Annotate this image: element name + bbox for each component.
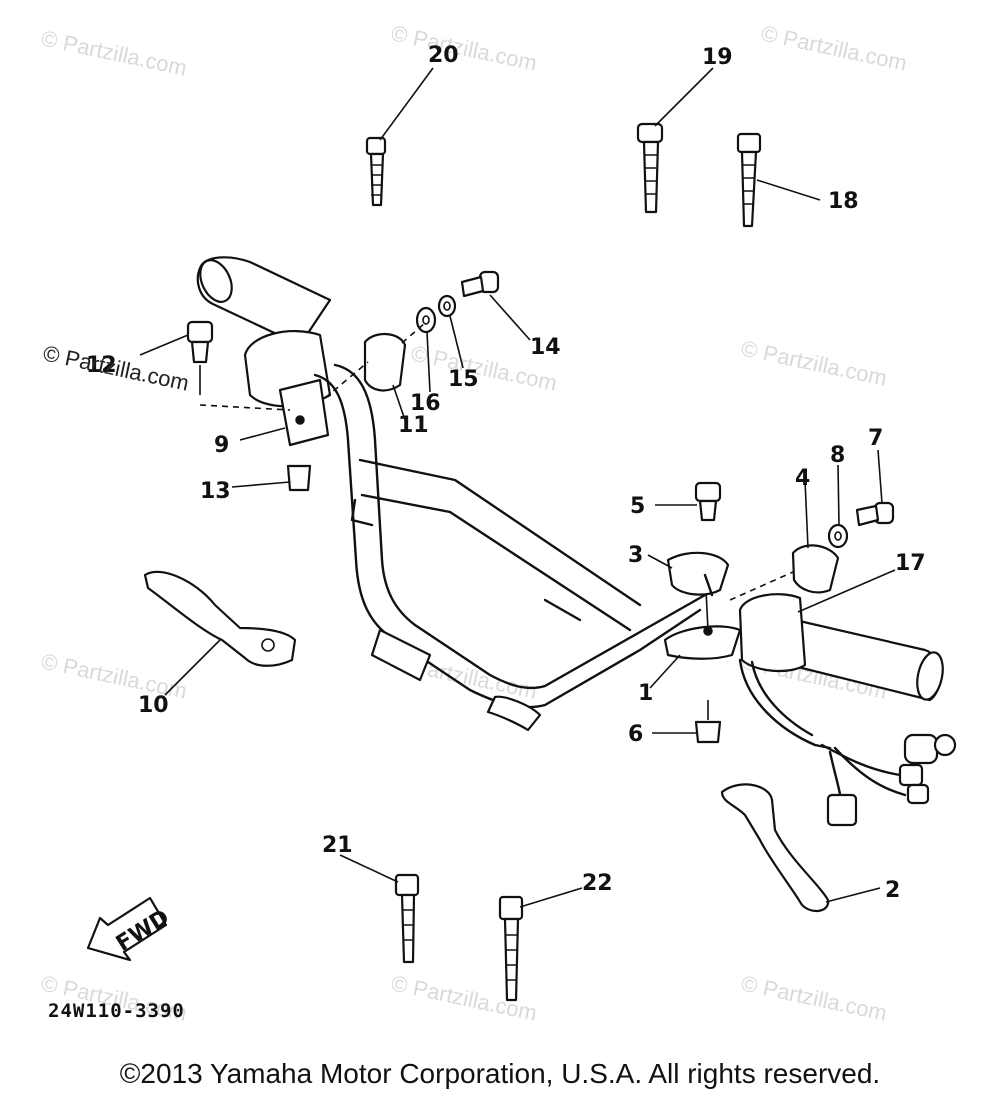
callout-11: 11 bbox=[398, 413, 429, 438]
part-14-screw bbox=[460, 270, 500, 298]
part-3-holder bbox=[666, 551, 730, 597]
part-15-washer bbox=[437, 294, 457, 318]
callout-12: 12 bbox=[86, 353, 117, 378]
callout-21: 21 bbox=[322, 833, 353, 858]
callout-9: 9 bbox=[214, 433, 229, 458]
part-10-lever bbox=[143, 570, 297, 667]
part-9-holder bbox=[278, 378, 330, 447]
wiring-connectors bbox=[820, 733, 957, 827]
callout-2: 2 bbox=[885, 878, 900, 903]
part-2-lever bbox=[720, 783, 830, 913]
callout-17: 17 bbox=[895, 551, 926, 576]
part-1-holder bbox=[663, 589, 742, 660]
watermark: © Partzilla.com bbox=[759, 20, 909, 75]
alignment-line bbox=[324, 361, 369, 399]
alignment-line bbox=[729, 571, 794, 601]
part-13-nut bbox=[286, 464, 312, 492]
part-19-cable-tie bbox=[636, 122, 664, 214]
callout-13: 13 bbox=[200, 479, 231, 504]
alignment-line bbox=[401, 322, 426, 344]
part-4-clamp bbox=[791, 544, 840, 594]
part-21-cable-tie bbox=[394, 873, 420, 964]
handlebar bbox=[196, 256, 944, 750]
watermark: © Partzilla.com bbox=[389, 20, 539, 75]
callout-16: 16 bbox=[410, 391, 441, 416]
callout-labels: 1 2 3 4 5 6 7 8 9 10 11 12 13 14 15 16 1… bbox=[86, 43, 926, 903]
watermark: © Partzilla.com bbox=[739, 970, 889, 1025]
callout-1: 1 bbox=[638, 681, 653, 706]
part-11-holder bbox=[363, 333, 407, 392]
callout-5: 5 bbox=[630, 494, 645, 519]
part-12-bolt bbox=[186, 320, 214, 395]
callout-20: 20 bbox=[428, 43, 459, 68]
part-18-cable-tie bbox=[736, 132, 762, 228]
part-5-bolt bbox=[694, 481, 722, 522]
watermark-overlay: © Partzilla.com bbox=[41, 340, 191, 395]
callout-18: 18 bbox=[828, 189, 859, 214]
part-20-cable-tie bbox=[365, 136, 387, 207]
callout-22: 22 bbox=[582, 871, 613, 896]
callout-8: 8 bbox=[830, 443, 845, 468]
callout-7: 7 bbox=[868, 426, 883, 451]
callout-15: 15 bbox=[448, 367, 479, 392]
fwd-arrow-icon: FWD bbox=[86, 896, 174, 962]
callout-19: 19 bbox=[702, 45, 733, 70]
watermark: © Partzilla.com bbox=[739, 335, 889, 390]
part-8-washer bbox=[827, 523, 849, 549]
part-7-screw bbox=[855, 501, 895, 527]
drawing-code: 24W110-3390 bbox=[48, 1000, 185, 1022]
callout-10: 10 bbox=[138, 693, 169, 718]
callout-3: 3 bbox=[628, 543, 643, 568]
leader-lines bbox=[139, 67, 896, 908]
watermark: © Partzilla.com bbox=[39, 25, 189, 80]
callout-14: 14 bbox=[530, 335, 561, 360]
callout-6: 6 bbox=[628, 722, 643, 747]
part-22-cable-tie bbox=[498, 895, 524, 1002]
part-6-nut bbox=[694, 700, 722, 744]
copyright-notice: ©2013 Yamaha Motor Corporation, U.S.A. A… bbox=[119, 1058, 881, 1089]
watermarks: © Partzilla.com © Partzilla.com © Partzi… bbox=[39, 20, 909, 1025]
callout-4: 4 bbox=[795, 466, 810, 491]
alignment-line bbox=[199, 404, 291, 411]
